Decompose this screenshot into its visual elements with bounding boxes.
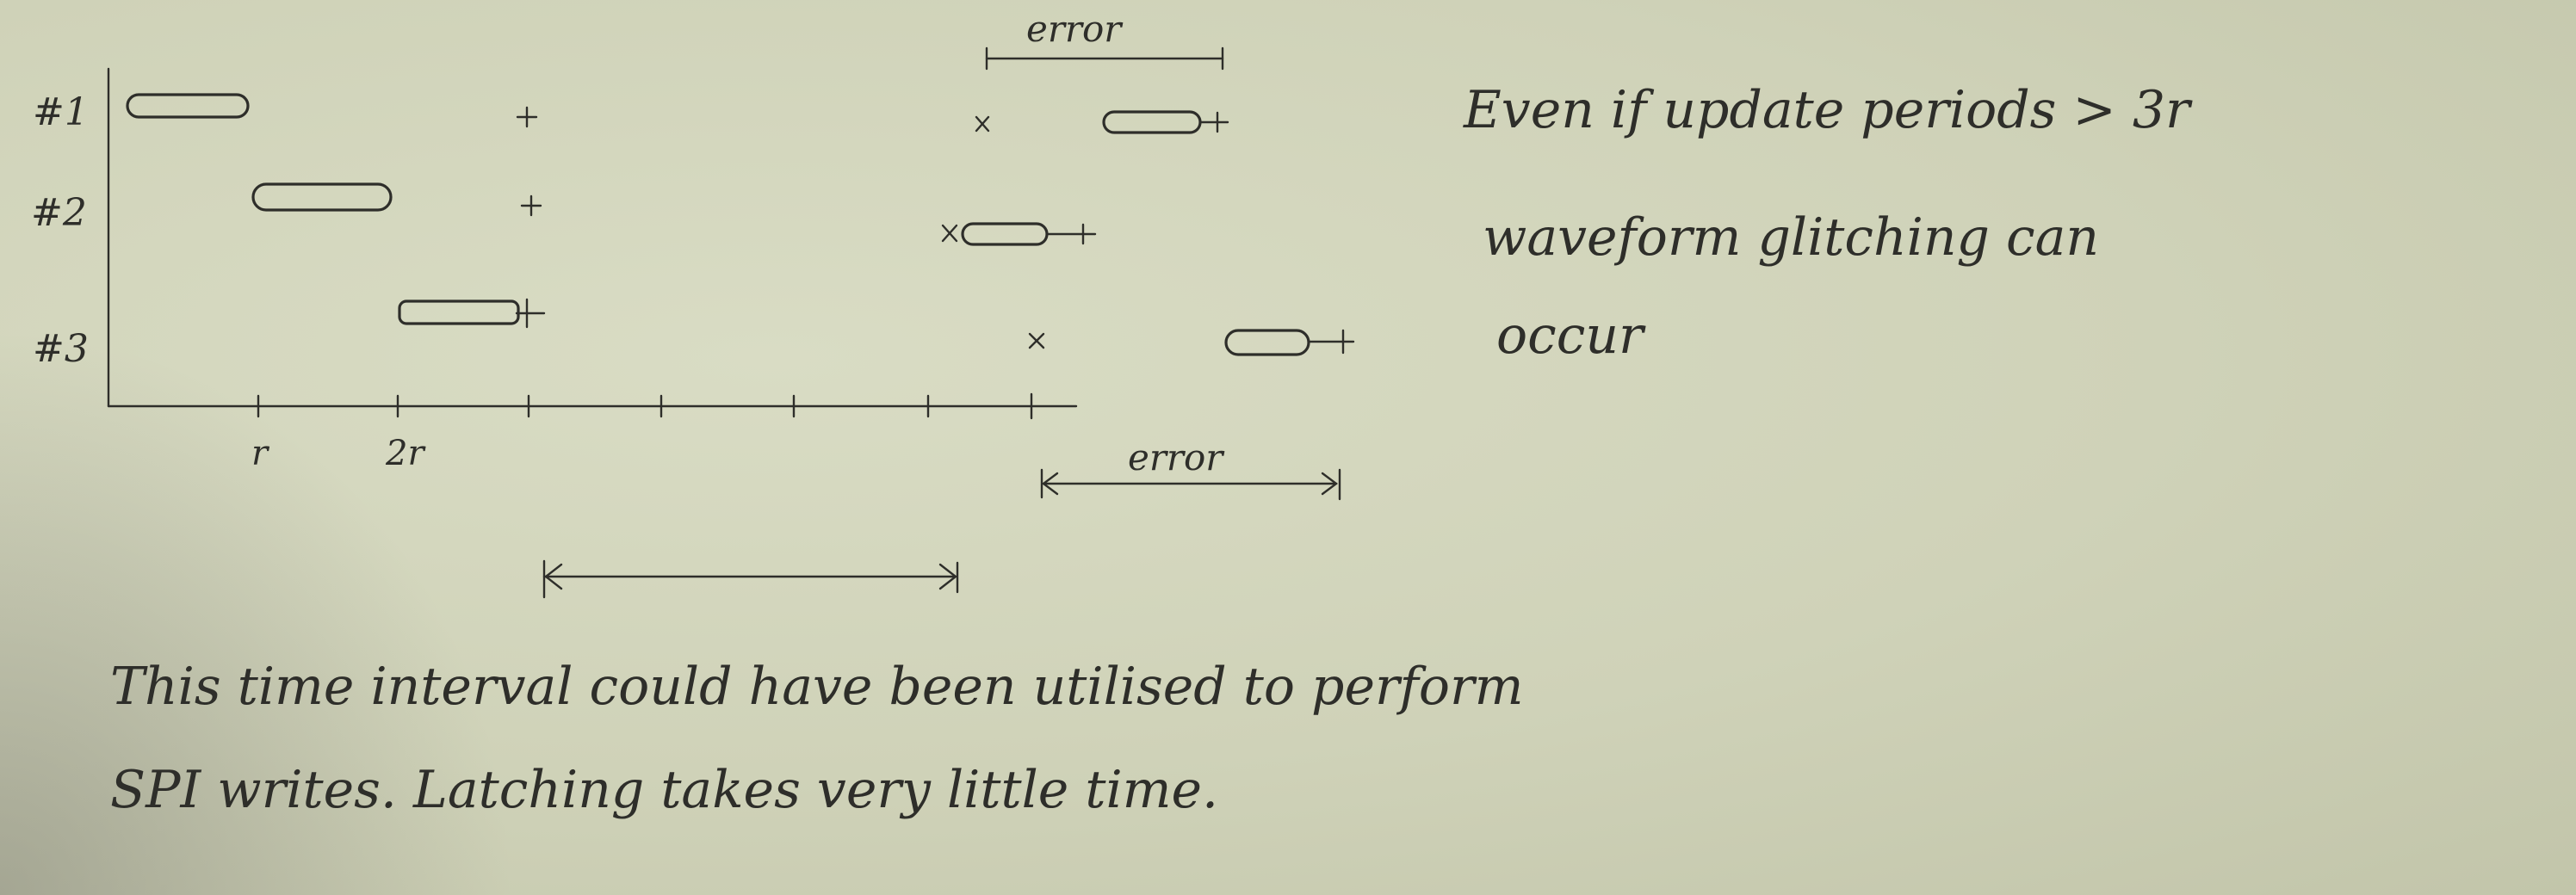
cross-mark: [1028, 332, 1045, 349]
caption-line-2: SPI writes. Latching takes very little t…: [110, 760, 1218, 820]
row-label-3: #3: [33, 327, 89, 371]
row-label-2: #2: [31, 191, 87, 235]
pulse: [126, 93, 250, 119]
tick-label-2r: 2r: [385, 434, 426, 473]
pulse: [961, 222, 1049, 246]
plus-mark: [516, 106, 538, 128]
arrow-head-right: [1321, 472, 1338, 496]
arrow-head-right: [938, 563, 957, 590]
caption-line-1: This time interval could have been utili…: [110, 657, 1524, 717]
cross-mark: [941, 224, 958, 243]
x-axis-ticks: [257, 392, 1033, 420]
tick-label-r: r: [251, 434, 270, 473]
pulse: [251, 182, 393, 212]
note-line-3: occur: [1496, 306, 1646, 366]
note-line-1: Even if update periods > 3r: [1463, 80, 2193, 140]
error-label-bottom: error: [1128, 436, 1225, 478]
note-line-2: waveform glitching can: [1483, 207, 2099, 268]
plus-mark: [1045, 223, 1097, 245]
pulse: [1102, 110, 1202, 134]
plus-mark: [520, 194, 542, 217]
arrow-head-left: [544, 563, 563, 590]
cross-mark: [975, 115, 990, 133]
plus-mark: [515, 298, 546, 329]
plus-mark: [1307, 329, 1355, 355]
arrow-head-left: [1042, 472, 1059, 496]
plus-mark: [1198, 111, 1229, 133]
pulse: [398, 299, 520, 325]
error-label-top: error: [1026, 8, 1124, 50]
row-label-1: #1: [33, 90, 89, 134]
pulse: [1224, 329, 1310, 356]
